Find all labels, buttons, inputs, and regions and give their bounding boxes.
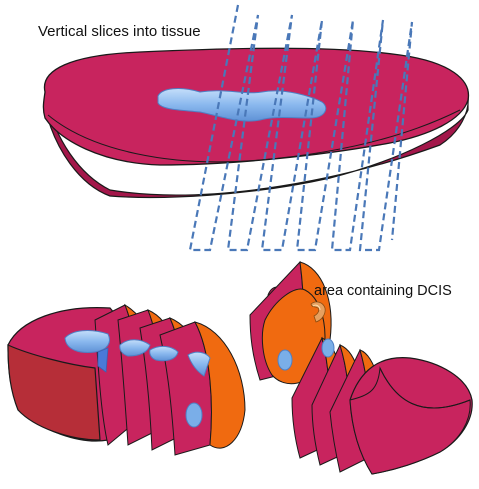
dcis-marker-icon xyxy=(310,301,326,323)
tissue-slice-icon xyxy=(94,303,246,456)
dcis-label: area containing DCIS xyxy=(314,283,452,299)
diagram-title: Vertical slices into tissue xyxy=(38,23,201,40)
tissue-block-icon xyxy=(42,47,470,198)
lesion-icon xyxy=(64,330,211,428)
tissue-block-icon xyxy=(349,357,473,475)
lesion-icon xyxy=(277,349,293,371)
lesion-icon xyxy=(321,338,335,358)
lesion-icon xyxy=(157,88,327,122)
slice-plane-icon xyxy=(188,4,414,252)
